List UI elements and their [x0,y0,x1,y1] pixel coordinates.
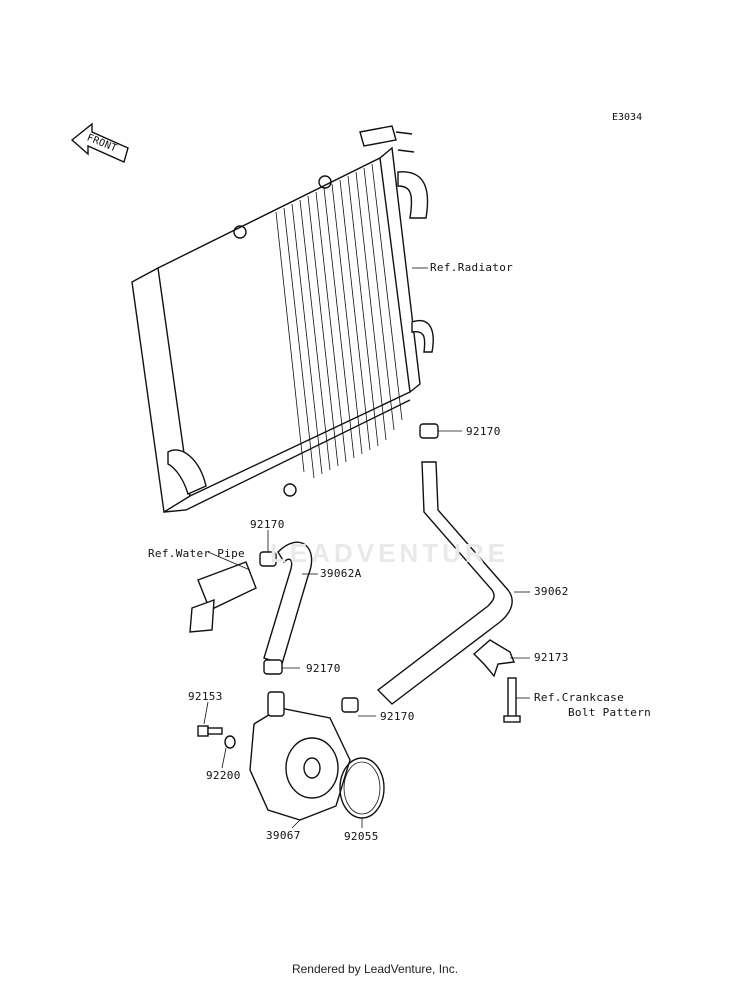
leader-lines [203,267,530,829]
label-92170-mid[interactable]: 92170 [306,662,341,675]
label-ref-radiator[interactable]: Ref.Radiator [430,261,514,274]
label-92200[interactable]: 92200 [206,769,241,782]
washer-92200 [224,735,236,749]
label-92170-left[interactable]: 92170 [250,518,285,531]
label-39062[interactable]: 39062 [534,585,569,598]
label-bolt-pattern[interactable]: Bolt Pattern [568,706,652,719]
label-39067[interactable]: 39067 [266,829,301,842]
hose-39062 [376,461,513,705]
label-ref-crankcase[interactable]: Ref.Crankcase [534,691,624,704]
oil-cooler [249,691,351,821]
label-92170-low[interactable]: 92170 [380,710,415,723]
watermark: LEADVENTURE [270,538,510,568]
clamp-92170-low [341,697,359,713]
bolt-92153 [197,725,223,737]
radiator [131,125,429,514]
label-92153[interactable]: 92153 [188,690,223,703]
radiator-outlet-pipe [411,319,434,353]
label-92055[interactable]: 92055 [344,830,379,843]
water-pipe [189,561,257,633]
crankcase-bolt [503,677,521,723]
diagram-id: E3034 [612,112,643,123]
front-arrow-icon [70,122,129,163]
clamp-92170-mid [263,659,283,675]
clamp-92170-upper [419,423,439,439]
label-92173[interactable]: 92173 [534,651,569,664]
label-39062a[interactable]: 39062A [320,567,362,580]
label-ref-water-pipe[interactable]: Ref.Water Pipe [148,547,245,560]
bracket-92173 [472,639,515,678]
footer-credit: Rendered by LeadVenture, Inc. [291,962,459,976]
o-ring-92055 [339,757,385,819]
label-92170-top[interactable]: 92170 [466,425,501,438]
